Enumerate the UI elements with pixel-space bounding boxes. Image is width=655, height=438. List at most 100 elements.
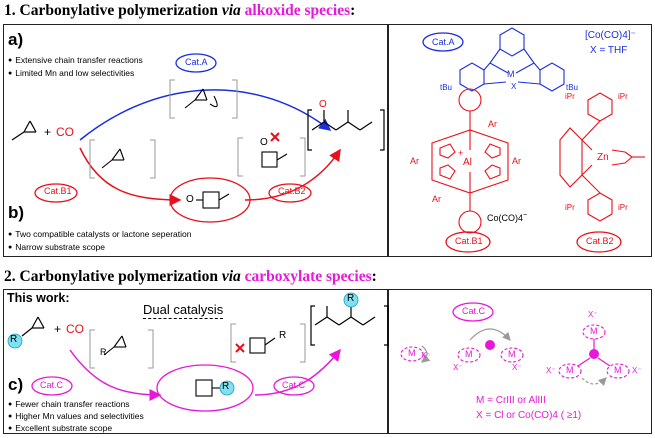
lactone-bracket-o-label: O <box>260 137 268 148</box>
cat-c-oval-2 <box>273 376 315 396</box>
cat-a-tbu-1: tBu <box>440 83 453 92</box>
r-group-badge-polymer <box>343 292 359 308</box>
tri-metal-m-3: M <box>614 365 622 375</box>
cat-a-axial-x: X <box>511 82 517 91</box>
r-label: R <box>10 334 18 345</box>
product-carbonyl-o: O <box>319 99 327 110</box>
cat-b1-arrow-label: Cat.B1 <box>44 186 72 196</box>
cat-b2-ipr-1: iPr <box>565 92 575 101</box>
tri-metal-x-2: X⁻ <box>546 366 556 375</box>
bimetallic-mechanism <box>457 328 524 363</box>
cat-c-oval-1 <box>31 376 73 396</box>
tri-metal-x-3: X⁻ <box>632 366 642 375</box>
cat-a-x-def: X = THF <box>590 45 628 56</box>
bi-metal-x-2: X⁻ <box>512 363 522 372</box>
epoxide-activated-b <box>101 148 125 169</box>
cat-b2-label-oval <box>576 231 622 253</box>
dual-catalysis-label: Dual catalysis <box>143 302 224 319</box>
cat-c-arrow-label-2: Cat.C <box>282 380 306 390</box>
cat-b2-ipr-4: iPr <box>618 203 628 212</box>
note-a-2: Limited Mn and low selectivities <box>8 68 134 78</box>
blocked-x-icon <box>270 132 280 142</box>
mono-metal-m: M <box>408 348 416 358</box>
beta-lactone <box>196 191 230 209</box>
r-polyester-product <box>310 305 389 346</box>
note-b-1: Two compatible catalysts or lactone sepe… <box>8 229 191 239</box>
cat-b1-struct-label: Cat.B1 <box>455 236 483 246</box>
cat-b1-label-oval <box>445 231 491 253</box>
epoxide-activated-top <box>184 88 218 109</box>
cat-c-label-oval <box>452 302 494 322</box>
co-reagent-2: CO <box>66 322 84 336</box>
blocked-x-icon-2 <box>235 343 245 353</box>
mono-metal-x: X⁻ <box>421 351 431 360</box>
cat-a-oval <box>175 53 217 73</box>
cat-b1-ar-top: Ar <box>488 119 497 129</box>
r-lactone-bracket <box>249 337 276 354</box>
tri-metal-m-1: M <box>590 326 598 336</box>
note-c-2: Higher Mn values and selectivities <box>8 411 144 421</box>
note-a-1: Extensive chain transfer reactions <box>8 55 143 65</box>
r-lactone-r-label: R <box>222 381 230 392</box>
note-b-2: Narrow substrate scope <box>8 242 105 252</box>
co-reagent: CO <box>56 125 74 139</box>
note-c-1: Fewer chain transfer reactions <box>8 399 129 409</box>
section1-left-panel <box>3 24 388 257</box>
cat-c-arrow-label-1: Cat.C <box>40 380 64 390</box>
mono-metal-mechanism <box>400 346 424 362</box>
label-c: c) <box>8 375 24 394</box>
label-b: b) <box>8 203 25 222</box>
bi-metal-m-2: M <box>508 349 516 359</box>
cat-a-tbu-2: tBu <box>566 83 579 92</box>
cat-a-struct-label: Cat.A <box>432 37 455 47</box>
cat-a-structure <box>459 27 565 92</box>
cat-b1-counterion: Co(CO)4− <box>487 210 528 223</box>
lactone-bracket <box>261 151 288 168</box>
cat-b1-charge: + <box>458 148 464 158</box>
lactone-oval-2 <box>156 364 254 412</box>
cat-b1-ar-right: Ar <box>512 156 521 166</box>
lactone-oval <box>169 177 251 223</box>
r-epoxide-reactant <box>21 316 45 337</box>
section2-right-panel <box>388 289 652 434</box>
r-lactone <box>195 379 220 397</box>
this-work-label: This work: <box>7 291 70 305</box>
cat-b1-metal: Al <box>463 157 472 168</box>
cat-a-arrow <box>79 89 332 141</box>
cat-b2-struct-label: Cat.B2 <box>586 236 614 246</box>
r-group-badge-lactone <box>219 380 235 396</box>
cat-b2-ipr-3: iPr <box>565 203 575 212</box>
cat-b2-metal: Zn <box>597 152 609 163</box>
trimetallic-mechanism <box>558 324 630 387</box>
epoxide-reactant <box>11 120 37 141</box>
cat-b1-ar-bottom: Ar <box>432 194 441 204</box>
plus-sign: + <box>44 125 52 139</box>
tri-metal-x-1: X⁻ <box>588 310 598 319</box>
cat-c-arrow-1 <box>69 349 162 401</box>
label-a: a) <box>8 30 24 49</box>
lactone-o-label: O <box>186 194 194 205</box>
cat-b2-structure <box>559 92 645 222</box>
polyester-product <box>307 109 385 151</box>
cat-b1-oval <box>34 183 78 203</box>
cat-a-anion: [Co(CO)4]⁻ <box>585 30 636 41</box>
cat-c-arrow-2 <box>254 348 341 396</box>
r-group-badge <box>7 333 23 349</box>
section2-left-panel <box>3 289 388 434</box>
cat-b1-structure <box>431 88 509 234</box>
r-epoxide-r-label: R <box>100 347 107 357</box>
section1-heading: 1. Carbonylative polymerization via alko… <box>4 2 356 19</box>
cat-b1-ar-left: Ar <box>410 156 419 166</box>
section2-heading: 2. Carbonylative polymerization via carb… <box>4 268 377 285</box>
r-epoxide-activated <box>103 335 127 356</box>
bi-metal-x-1: X⁻ <box>453 363 463 372</box>
metal-definition: M = CrIII or AlIII <box>476 395 546 406</box>
cat-a-label-oval <box>422 32 464 52</box>
r-lactone-bracket-r-label: R <box>279 330 287 341</box>
cat-b2-ipr-2: iPr <box>618 92 628 101</box>
cat-c-struct-label: Cat.C <box>462 306 486 316</box>
cat-b2-arrow-label: Cat.B2 <box>278 186 306 196</box>
cat-a-metal: M <box>507 69 515 79</box>
